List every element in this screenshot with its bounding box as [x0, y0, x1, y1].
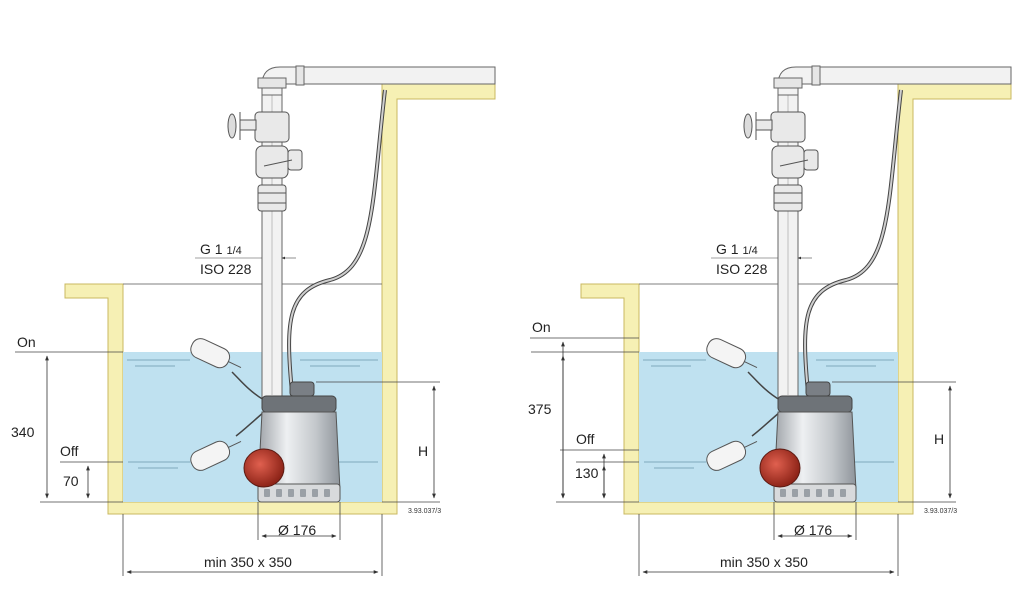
right-thread-standard: ISO 228 — [716, 261, 768, 277]
left-off-label: Off — [60, 443, 79, 459]
right-off-label: Off — [576, 431, 595, 447]
left-on-height: 340 — [11, 424, 35, 440]
left-installation-panel: On Off 340 70 G 1 1/4 ISO 228 H Ø 176 mi… — [11, 66, 495, 576]
right-sump-size-label: min 350 x 350 — [720, 554, 808, 570]
right-installation-panel: On Off 375 130 G 1 1/4 ISO 228 H Ø 176 m… — [528, 66, 1011, 576]
left-h-label: H — [418, 443, 428, 459]
right-thread-size: G 1 1/4 — [716, 241, 758, 257]
left-on-label: On — [17, 334, 36, 350]
left-thread-size: G 1 1/4 — [200, 241, 242, 257]
right-off-height: 130 — [575, 465, 599, 481]
left-reference-code: 3.93.037/3 — [408, 508, 441, 515]
right-h-label: H — [934, 431, 944, 447]
left-thread-standard: ISO 228 — [200, 261, 252, 277]
right-diameter-label: Ø 176 — [794, 522, 832, 538]
left-sump-size-label: min 350 x 350 — [204, 554, 292, 570]
right-on-height: 375 — [528, 401, 552, 417]
left-sump-drawing — [15, 66, 495, 576]
right-sump-drawing — [531, 66, 1011, 576]
left-diameter-label: Ø 176 — [278, 522, 316, 538]
right-on-label: On — [532, 319, 551, 335]
left-off-height: 70 — [63, 473, 79, 489]
right-reference-code: 3.93.037/3 — [924, 508, 957, 515]
